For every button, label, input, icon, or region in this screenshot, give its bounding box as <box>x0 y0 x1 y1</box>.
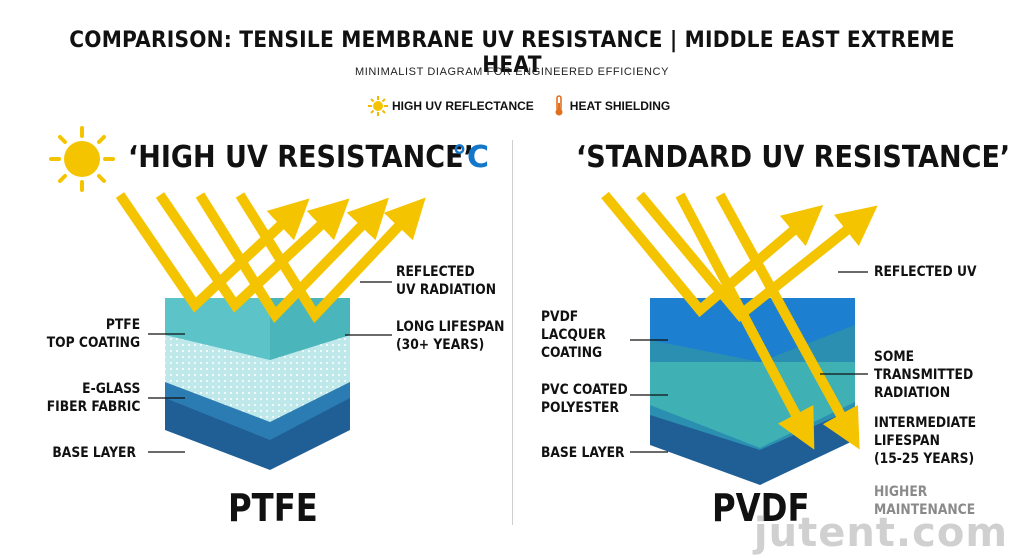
thermometer-icon <box>555 95 563 116</box>
sun-icon <box>368 96 388 116</box>
celsius-unit: °C <box>452 140 490 175</box>
pvdf-reflected-label: REFLECTED UV <box>874 264 977 280</box>
ptfe-base-label: BASE LAYER <box>52 445 136 461</box>
ptfe-lifespan-label: LONG LIFESPAN (30+ YEARS) <box>396 319 505 353</box>
legend-label-heat: HEAT SHIELDING <box>569 99 671 113</box>
legend-label-uv: HIGH UV REFLECTANCE <box>392 99 534 113</box>
legend: HIGH UV REFLECTANCE HEAT SHIELDING <box>368 95 670 117</box>
pvdf-pvc-label: PVC COATED POLYESTER <box>541 382 628 416</box>
left-heading: ‘HIGH UV RESISTANCE’ <box>128 140 474 175</box>
pvdf-maintenance-label: HIGHER MAINTENANCE <box>874 484 976 518</box>
legend-item-heat: HEAT SHIELDING <box>552 95 670 117</box>
sun-icon <box>49 126 115 192</box>
ptfe-reflected-label: REFLECTED UV RADIATION <box>396 264 497 298</box>
pvdf-uv-rays <box>601 191 878 450</box>
pvdf-material-label: PVDF <box>712 486 810 530</box>
pvdf-lacquer-label: PVDF LACQUER COATING <box>541 309 606 361</box>
ptfe-material-label: PTFE <box>228 486 318 530</box>
right-heading: ‘STANDARD UV RESISTANCE’ <box>576 140 1011 175</box>
pvdf-lifespan-label: INTERMEDIATE LIFESPAN (15-25 YEARS) <box>874 415 977 467</box>
watermark: jutent.com <box>753 510 1008 556</box>
center-divider <box>512 140 513 525</box>
page-subtitle: MINIMALIST DIAGRAM FOR ENGINEERED EFFICI… <box>354 66 670 78</box>
pvdf-base-label: BASE LAYER <box>541 445 625 461</box>
leader-lines <box>148 271 868 453</box>
ptfe-fabric-layer <box>165 330 350 422</box>
ptfe-top-coating-label: PTFE TOP COATING <box>46 317 140 351</box>
ptfe-uv-rays <box>115 192 426 324</box>
legend-item-uv: HIGH UV REFLECTANCE <box>368 96 534 116</box>
pvdf-transmitted-label: SOME TRANSMITTED RADIATION <box>874 349 974 401</box>
page-title: COMPARISON: TENSILE MEMBRANE UV RESISTAN… <box>69 28 955 78</box>
ptfe-fabric-label: E-GLASS FIBER FABRIC <box>46 381 140 415</box>
ptfe-membrane <box>165 298 350 470</box>
